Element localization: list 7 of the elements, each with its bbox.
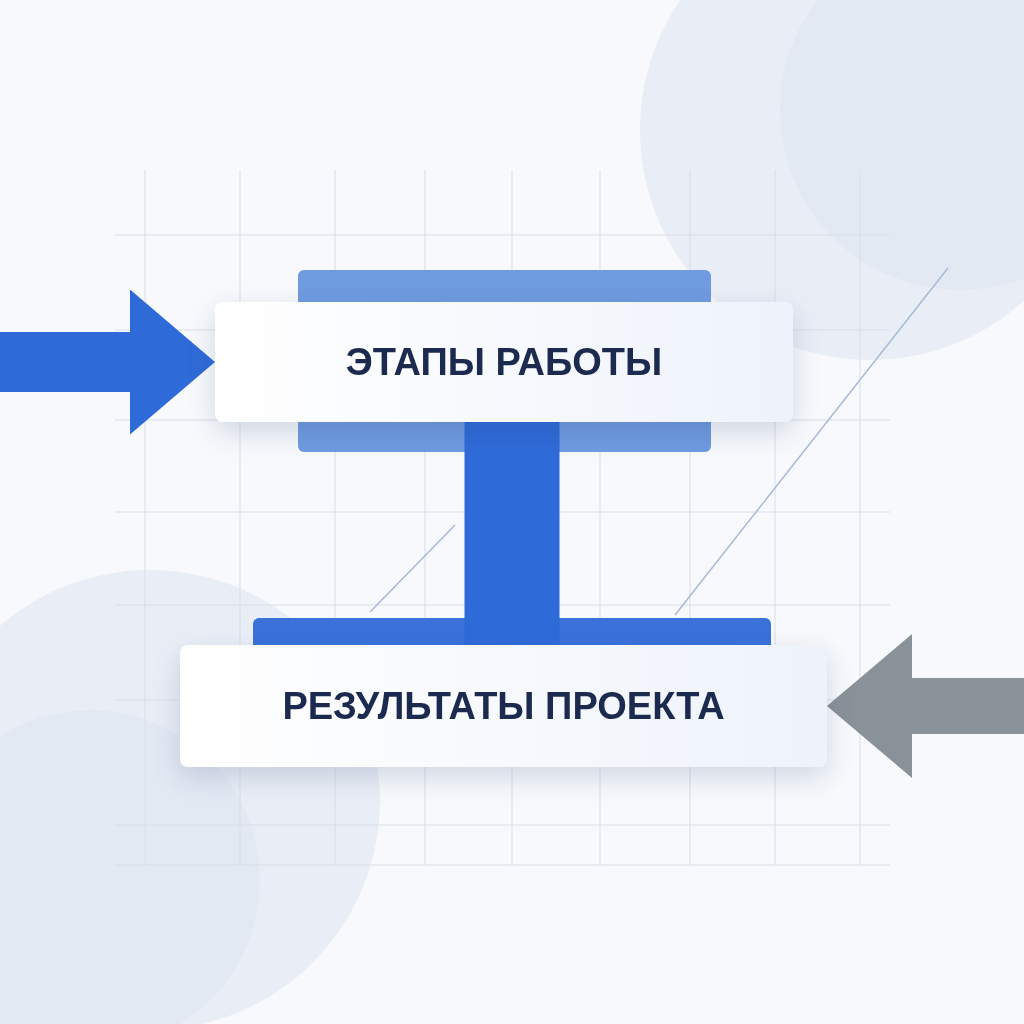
arrow (827, 634, 1024, 778)
connector-beam (464, 422, 560, 645)
box-title: РЕЗУЛЬТАТЫ ПРОЕКТА (282, 684, 725, 728)
box-title: ЭТАПЫ РАБОТЫ (345, 340, 663, 384)
label-box (180, 645, 827, 767)
arrow (0, 289, 215, 435)
label-box (215, 302, 793, 422)
